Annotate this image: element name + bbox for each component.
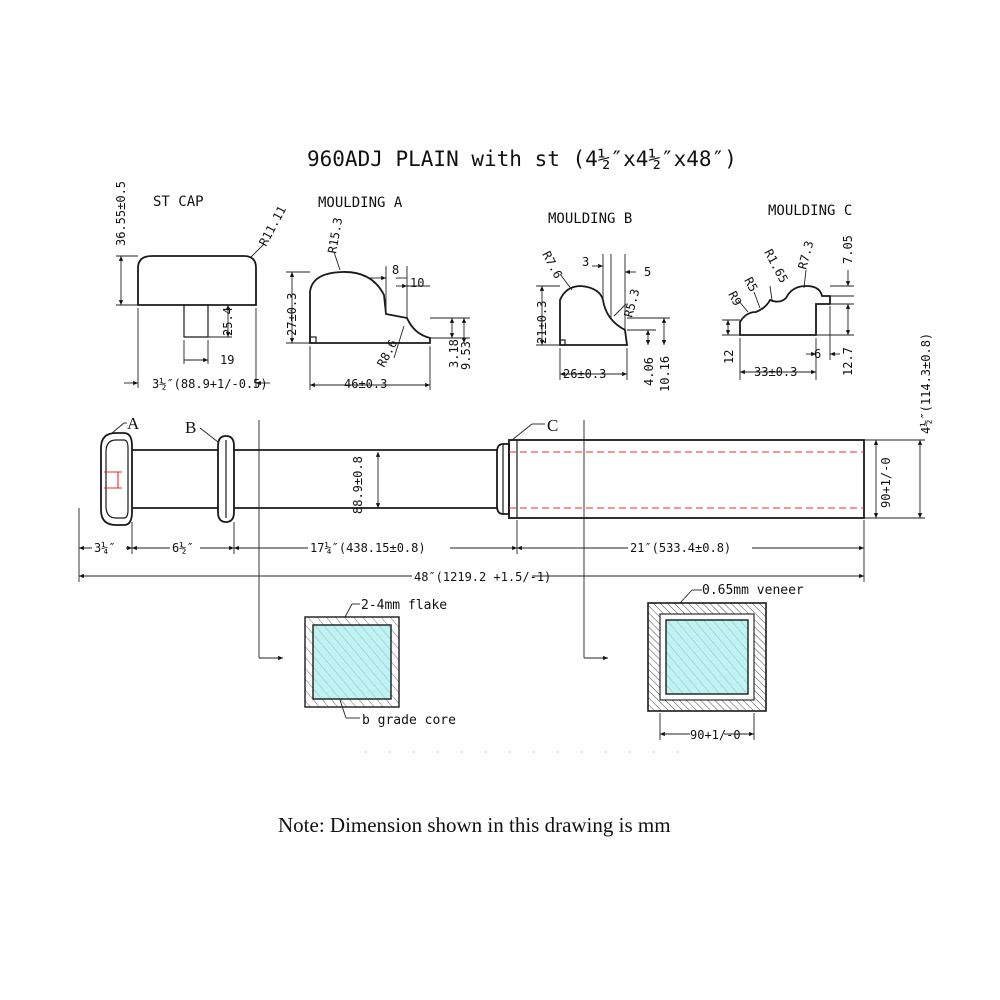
moulding-b-r-top: R7.6 xyxy=(539,249,565,281)
st-cap-radius: R11.11 xyxy=(256,204,289,249)
segment-1: 3¼″ xyxy=(94,541,116,555)
section-left: 2-4mm flake b grade core xyxy=(304,598,456,728)
moulding-c-r5: R5 xyxy=(741,275,760,294)
post-elevation: A B C 88.9±0.8 90+1/-0 4½″(114.3±0.8) 3¼… xyxy=(78,333,933,661)
drawing-title: 960ADJ PLAIN with st (4½″x4½″x48″) xyxy=(307,147,737,171)
moulding-b-elevation xyxy=(217,435,235,523)
callout-b: B xyxy=(185,418,196,437)
shaft-dimension: 88.9±0.8 xyxy=(351,456,365,514)
moulding-a-width: 46±0.3 xyxy=(344,377,387,391)
moulding-b-d3: 3 xyxy=(582,255,589,269)
moulding-c-r9: R9 xyxy=(725,289,744,308)
st-cap-height: 36.55±0.5 xyxy=(114,181,128,246)
moulding-c-d12: 12 xyxy=(722,350,736,364)
moulding-a-r-top: R15.3 xyxy=(325,217,345,255)
moulding-b-profile xyxy=(559,285,629,346)
section-right: 0.65mm veneer 90+1/-0 xyxy=(647,583,804,742)
moulding-a-d318: 3.18 xyxy=(447,339,461,368)
flake-label: 2-4mm flake xyxy=(361,598,447,613)
moulding-c-d705: 7.05 xyxy=(841,235,855,264)
segment-4: 21″(533.4±0.8) xyxy=(630,541,731,555)
moulding-c-detail: MOULDING C 12 R9 R5 R1.65 R7.3 7.05 6 12… xyxy=(722,203,855,380)
moulding-b-d5: 5 xyxy=(644,265,651,279)
st-cap-stem xyxy=(183,305,209,338)
st-cap-head xyxy=(137,255,257,306)
moulding-b-d1016: 10.16 xyxy=(658,356,672,392)
st-cap-label: ST CAP xyxy=(153,194,204,210)
moulding-c-d127: 12.7 xyxy=(841,347,855,376)
segment-2: 6½″ xyxy=(172,541,194,555)
moulding-b-height: 21±0.3 xyxy=(535,301,549,344)
moulding-b-width: 26±0.3 xyxy=(563,367,606,381)
st-cap-width: 3½″(88.9+1/-0.5) xyxy=(152,377,268,391)
moulding-c-r165: R1.65 xyxy=(761,247,790,285)
moulding-b-detail: MOULDING B 21±0.3 R7.6 3 5 R5.3 4.06 10.… xyxy=(535,211,672,392)
section-right-dim: 90+1/-0 xyxy=(690,728,741,742)
overall-height: 4½″(114.3±0.8) xyxy=(919,333,933,434)
moulding-a-detail: MOULDING A 27±0.3 R15.3 8 10 R8.6 3.18 9… xyxy=(285,195,473,391)
moulding-c-profile xyxy=(739,285,831,336)
moulding-b-label: MOULDING B xyxy=(548,211,632,227)
moulding-a-d10: 10 xyxy=(410,276,424,290)
dimension-note: Note: Dimension shown in this drawing is… xyxy=(278,813,671,837)
moulding-b-r-side: R5.3 xyxy=(621,287,642,319)
overall-length: 48″(1219.2 +1.5/-1) xyxy=(414,570,551,584)
moulding-a-label: MOULDING A xyxy=(318,195,403,211)
moulding-a-height: 27±0.3 xyxy=(285,293,299,336)
veneer-label: 0.65mm veneer xyxy=(702,583,804,598)
callout-c: C xyxy=(547,416,558,435)
core-label: b grade core xyxy=(362,713,456,728)
moulding-a-d8: 8 xyxy=(392,263,399,277)
st-cap-stem-width: 19 xyxy=(220,353,234,367)
sleeve-body xyxy=(508,439,865,519)
moulding-a-profile xyxy=(309,271,431,344)
moulding-c-d6: 6 xyxy=(814,347,821,361)
moulding-c-r73: R7.3 xyxy=(795,239,816,271)
st-cap-stem-dim: 25.4 xyxy=(221,307,235,336)
segment-3: 17¼″(438.15±0.8) xyxy=(310,541,426,555)
st-cap-elevation xyxy=(100,432,133,526)
callout-a: A xyxy=(127,414,140,433)
st-cap-detail: ST CAP 36.55±0.5 R11.11 25.4 19 3½″(88.9… xyxy=(114,181,289,391)
moulding-c-label: MOULDING C xyxy=(768,203,852,219)
side-dimension: 90+1/-0 xyxy=(879,457,893,508)
moulding-a-d953: 9.53 xyxy=(459,341,473,370)
moulding-b-d406: 4.06 xyxy=(642,357,656,386)
moulding-c-width: 33±0.3 xyxy=(754,365,797,379)
